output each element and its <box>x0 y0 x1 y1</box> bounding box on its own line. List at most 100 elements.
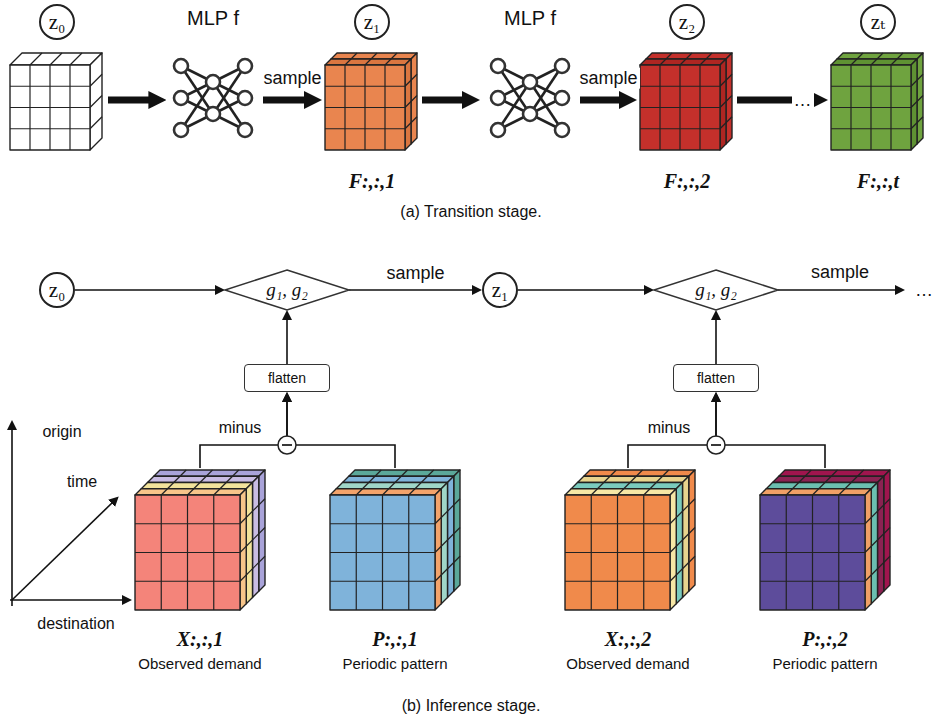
latent-state-circle: z₁ <box>354 4 390 40</box>
grid-line <box>69 65 70 150</box>
network-neuron <box>174 91 188 105</box>
grid-line <box>838 495 839 610</box>
operator-bar <box>282 444 292 446</box>
grid-line <box>30 53 42 65</box>
network-neuron <box>523 107 537 121</box>
flatten-box: flatten <box>673 364 759 392</box>
grid-line <box>70 53 82 65</box>
grid-line <box>435 499 460 524</box>
node-label: F:,:,1 <box>349 170 396 193</box>
grid-line <box>720 74 732 86</box>
node-label: g₁, g₂ <box>695 279 737 301</box>
tensor-cube: X:,:,1Observed demand <box>115 468 285 672</box>
grid-line <box>760 581 865 582</box>
annotation-label: origin <box>40 423 83 441</box>
node-label: z₂ <box>679 10 696 34</box>
neural-network-icon <box>491 59 569 137</box>
grid-line <box>699 65 700 150</box>
grid-line <box>90 74 102 86</box>
cube-front-face <box>135 495 240 610</box>
grid-line <box>213 495 214 610</box>
grid-line <box>161 470 186 495</box>
network-neuron <box>523 75 537 89</box>
grid-line <box>670 556 695 581</box>
tensor-cube: P:,:,2Periodic pattern <box>740 468 910 672</box>
cube-front-face <box>640 65 720 150</box>
grid-line <box>643 495 644 610</box>
grid-line <box>865 528 890 553</box>
node-label: F:,:,2 <box>664 170 711 193</box>
network-neuron <box>238 59 252 73</box>
tensor-cube-drawing <box>565 470 695 610</box>
network-neuron <box>174 123 188 137</box>
grid-line <box>435 528 460 553</box>
node-caption: Periodic pattern <box>772 655 877 672</box>
grid-line <box>325 107 405 108</box>
network-neuron <box>555 59 569 73</box>
operator-circle <box>278 436 296 454</box>
network-neuron <box>491 123 505 137</box>
grid-line <box>760 552 865 553</box>
node-label: z₀ <box>49 278 66 302</box>
cube-front-face <box>760 495 865 610</box>
annotation-label: destination <box>35 615 116 633</box>
grid-line <box>831 128 911 129</box>
node-label: flatten <box>697 370 735 386</box>
connector-arrow <box>518 289 646 291</box>
connector-arrow <box>287 400 395 468</box>
grid-line <box>670 499 695 524</box>
grid-line <box>680 53 692 65</box>
axis-arrow <box>11 428 13 606</box>
node-label: P:,:,1 <box>372 628 418 651</box>
grid-line <box>408 495 409 610</box>
tensor-cube-drawing <box>831 53 923 150</box>
grid-line <box>214 470 239 495</box>
grid-line <box>565 581 670 582</box>
operator-bar <box>711 444 721 446</box>
grid-line <box>10 128 90 129</box>
connector-arrow <box>422 97 466 104</box>
axis-arrow <box>12 502 113 600</box>
network-neuron <box>491 59 505 73</box>
diamond-shape <box>225 270 349 310</box>
node-label: g₁, g₂ <box>266 279 308 301</box>
grid-line <box>330 552 435 553</box>
minus-operator <box>278 436 296 454</box>
network-link <box>530 66 562 114</box>
tensor-cube-drawing <box>640 53 732 150</box>
grid-line <box>384 65 385 150</box>
grid-line <box>640 128 720 129</box>
edge-label: sample <box>261 68 323 89</box>
sample-arrow <box>778 289 897 291</box>
node-label: z₁ <box>492 278 509 302</box>
annotation-label: sample <box>809 262 871 283</box>
network-neuron <box>174 59 188 73</box>
tensor-cube: F:,:,t <box>828 47 928 193</box>
cube-top-slice <box>10 53 102 65</box>
connector-arrow <box>580 97 623 104</box>
network-neuron <box>555 123 569 137</box>
network-neuron <box>491 91 505 105</box>
network-link <box>498 82 530 130</box>
diamond-shape <box>654 270 778 310</box>
neural-network-icon <box>174 59 252 137</box>
connector-arrow <box>715 318 717 364</box>
grid-line <box>240 528 265 553</box>
node-label: MLP f <box>187 7 239 30</box>
grid-line <box>618 470 643 495</box>
network-neuron <box>238 123 252 137</box>
latent-state-circle: z₁ <box>482 272 518 308</box>
mlp-network: MLP f <box>163 7 263 147</box>
axis-arrow <box>10 599 124 601</box>
node-caption: Periodic pattern <box>342 655 447 672</box>
latent-state-circle: zₜ <box>860 4 896 40</box>
grid-line <box>356 470 381 495</box>
tensor-cube-drawing <box>330 470 460 610</box>
emission-diamond: g₁, g₂ <box>225 270 349 310</box>
connector-arrow <box>263 97 308 104</box>
grid-line <box>831 107 911 108</box>
connector-arrow <box>200 400 287 468</box>
cube-side-slice <box>90 53 102 150</box>
tensor-cube-drawing <box>10 53 102 150</box>
